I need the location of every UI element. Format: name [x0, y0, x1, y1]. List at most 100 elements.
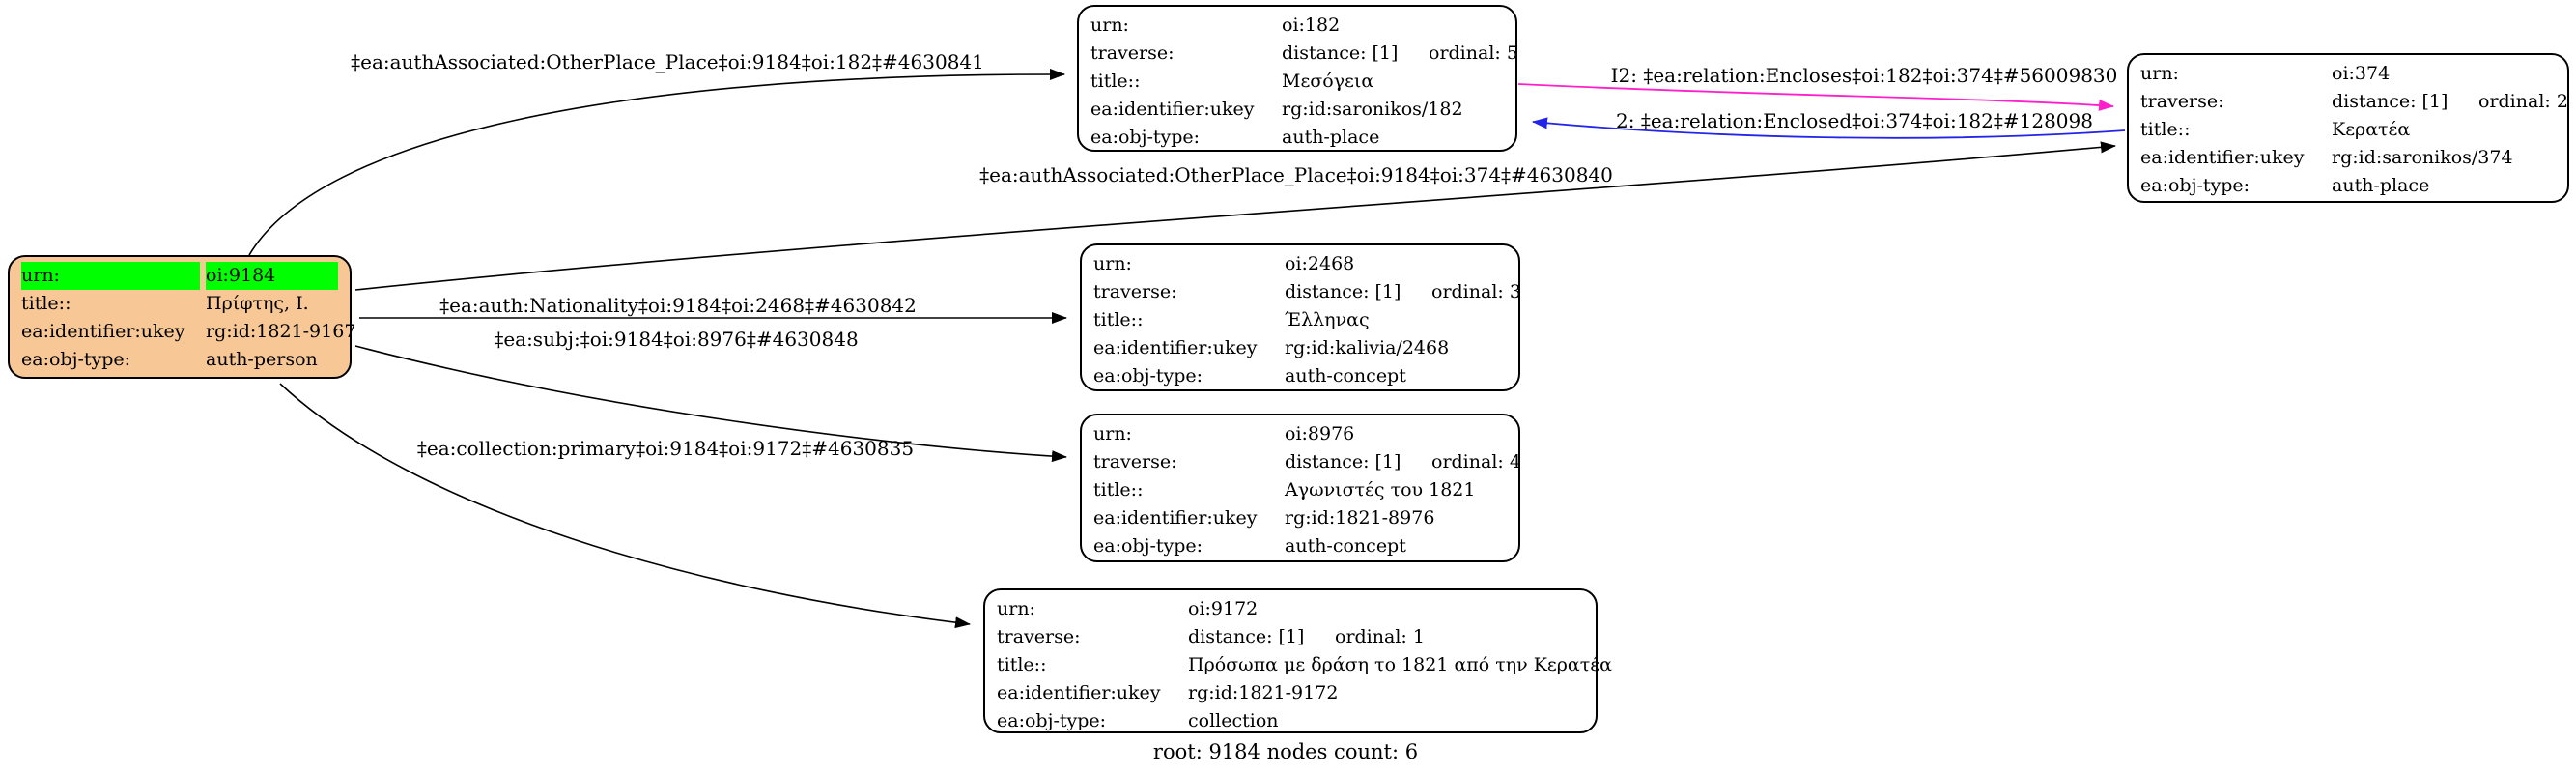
field-value: oi:9184: [206, 262, 338, 290]
field-value: rg:id:1821-9167: [206, 321, 356, 342]
node-field-row: traverse: distance: [1] ordinal: 2: [2129, 88, 2568, 116]
edge-9184-182: [248, 68, 1065, 256]
graph-caption: root: 9184 nodes count: 6: [1152, 740, 1419, 763]
field-label: traverse:: [1093, 451, 1177, 472]
field-label: traverse:: [2140, 91, 2224, 112]
node-field-row: title:: Αγωνιστές του 1821: [1082, 476, 1518, 504]
node-field-row: traverse: distance: [1] ordinal: 3: [1082, 278, 1521, 306]
node-field-row: traverse: distance: [1] ordinal: 1: [985, 623, 1596, 651]
node-field-row: traverse: distance: [1] ordinal: 5: [1079, 40, 1518, 68]
field-value: auth-person: [206, 349, 318, 370]
field-value: distance: [1]: [1285, 281, 1401, 302]
node-field-row: ea:obj-type: auth-concept: [1082, 532, 1518, 560]
field-label: ea:obj-type:: [1093, 535, 1203, 557]
edge-label-authassociated-182: ‡ea:authAssociated:OtherPlace_Place‡oi:9…: [351, 50, 984, 73]
field-label: title::: [21, 293, 71, 314]
field-label: ea:identifier:ukey: [1090, 99, 1255, 120]
field-value: rg:id:kalivia/2468: [1285, 337, 1450, 358]
field-value: auth-place: [2332, 175, 2430, 196]
field-value: rg:id:1821-8976: [1285, 507, 1435, 529]
field-value: auth-concept: [1285, 365, 1406, 386]
field-ordinal: ordinal: 5: [1429, 43, 1518, 64]
field-value: distance: [1]: [1188, 626, 1305, 647]
field-label: ea:identifier:ukey: [21, 321, 185, 342]
node-person-9184[interactable]: urn: oi:9184 title:: Πρίφτης, Ι. ea:iden…: [8, 255, 355, 379]
field-value: oi:2468: [1285, 253, 1355, 274]
node-field-row: ea:identifier:ukey rg:id:saronikos/374: [2129, 144, 2567, 172]
field-label: title::: [997, 654, 1047, 675]
field-value: distance: [1]: [2332, 91, 2449, 112]
node-field-row: ea:identifier:ukey rg:id:saronikos/182: [1079, 96, 1515, 124]
node-field-row: ea:identifier:ukey rg:id:kalivia/2468: [1082, 334, 1518, 362]
node-field-row: title:: Κερατέα: [2129, 116, 2567, 144]
node-field-row: title:: Μεσόγεια: [1079, 68, 1515, 96]
field-value: Πρίφτης, Ι.: [206, 293, 309, 314]
field-value: Αγωνιστές του 1821: [1285, 479, 1476, 501]
edge-9184-8976: [354, 345, 1067, 463]
field-value: rg:id:saronikos/182: [1282, 99, 1463, 120]
field-label: urn:: [21, 262, 200, 290]
field-label: urn:: [1090, 14, 1129, 36]
field-label: urn:: [2140, 63, 2179, 84]
edge-label-relation-enclosed: 2: ‡ea:relation:Enclosed‡oi:374‡oi:182‡#…: [1616, 109, 2093, 132]
node-concept-2468[interactable]: urn: oi:2468 traverse: distance: [1] ord…: [1080, 243, 1521, 391]
field-label: ea:obj-type:: [997, 710, 1107, 731]
field-value: Μεσόγεια: [1282, 71, 1374, 92]
node-field-row: ea:identifier:ukey rg:id:1821-9167: [10, 318, 355, 346]
field-label: ea:obj-type:: [2140, 175, 2250, 196]
node-field-row: title:: Πρόσωπα με δράση το 1821 από την…: [985, 651, 1612, 679]
node-field-row: ea:obj-type: collection: [985, 707, 1596, 735]
field-label: ea:obj-type:: [1090, 127, 1201, 148]
field-label: traverse:: [1093, 281, 1177, 302]
field-ordinal: ordinal: 1: [1335, 626, 1425, 647]
node-field-row: ea:obj-type: auth-person: [10, 346, 350, 374]
field-ordinal: ordinal: 4: [1431, 451, 1521, 472]
node-field-row: ea:obj-type: auth-concept: [1082, 362, 1518, 390]
field-label: title::: [1090, 71, 1141, 92]
field-value: distance: [1]: [1285, 451, 1401, 472]
node-field-row: urn: oi:2468: [1082, 250, 1518, 278]
node-field-row: traverse: distance: [1] ordinal: 4: [1082, 448, 1521, 476]
node-field-row: ea:identifier:ukey rg:id:1821-8976: [1082, 504, 1518, 532]
field-label: title::: [1093, 479, 1144, 501]
node-collection-9172[interactable]: urn: oi:9172 traverse: distance: [1] ord…: [983, 588, 1612, 735]
field-value: oi:374: [2332, 63, 2391, 84]
field-value: oi:9172: [1188, 598, 1259, 619]
edge-9184-9172: [279, 383, 971, 629]
node-field-row: urn: oi:9184: [10, 262, 350, 290]
field-value: distance: [1]: [1282, 43, 1399, 64]
field-value: oi:8976: [1285, 423, 1355, 444]
node-field-row: urn: oi:8976: [1082, 420, 1518, 448]
node-place-182[interactable]: urn: oi:182 traverse: distance: [1] ordi…: [1077, 5, 1518, 152]
edge-label-auth-nationality: ‡ea:auth:Nationality‡oi:9184‡oi:2468‡#46…: [439, 294, 917, 317]
field-value: oi:182: [1282, 14, 1341, 36]
node-field-row: urn: oi:9172: [985, 595, 1596, 623]
field-value: collection: [1188, 710, 1279, 731]
field-value: rg:id:1821-9172: [1188, 682, 1339, 703]
field-label: urn:: [1093, 253, 1132, 274]
field-label: ea:identifier:ukey: [1093, 337, 1258, 358]
field-ordinal: ordinal: 3: [1431, 281, 1521, 302]
field-value: Πρόσωπα με δράση το 1821 από την Κερατέα: [1188, 654, 1612, 675]
edge-label-authassociated-374: ‡ea:authAssociated:OtherPlace_Place‡oi:9…: [979, 163, 1613, 186]
field-label: urn:: [997, 598, 1035, 619]
field-label: ea:obj-type:: [21, 349, 131, 370]
field-value: auth-place: [1282, 127, 1380, 148]
node-place-374[interactable]: urn: oi:374 traverse: distance: [1] ordi…: [2127, 53, 2569, 203]
field-label: ea:identifier:ukey: [1093, 507, 1258, 529]
edge-label-collection-primary: ‡ea:collection:primary‡oi:9184‡oi:9172‡#…: [416, 437, 915, 460]
node-concept-8976[interactable]: urn: oi:8976 traverse: distance: [1] ord…: [1080, 414, 1521, 562]
node-field-row: urn: oi:182: [1079, 12, 1515, 40]
field-label: ea:obj-type:: [1093, 365, 1203, 386]
node-field-row: urn: oi:374: [2129, 60, 2567, 88]
field-value: Κερατέα: [2332, 119, 2411, 140]
field-label: title::: [1093, 309, 1144, 330]
field-label: title::: [2140, 119, 2191, 140]
edge-9184-374: [354, 141, 2116, 291]
node-field-row: title:: Έλληνας: [1082, 306, 1518, 334]
node-field-row: ea:identifier:ukey rg:id:1821-9172: [985, 679, 1596, 707]
field-value: auth-concept: [1285, 535, 1406, 557]
field-value: Έλληνας: [1285, 309, 1370, 330]
